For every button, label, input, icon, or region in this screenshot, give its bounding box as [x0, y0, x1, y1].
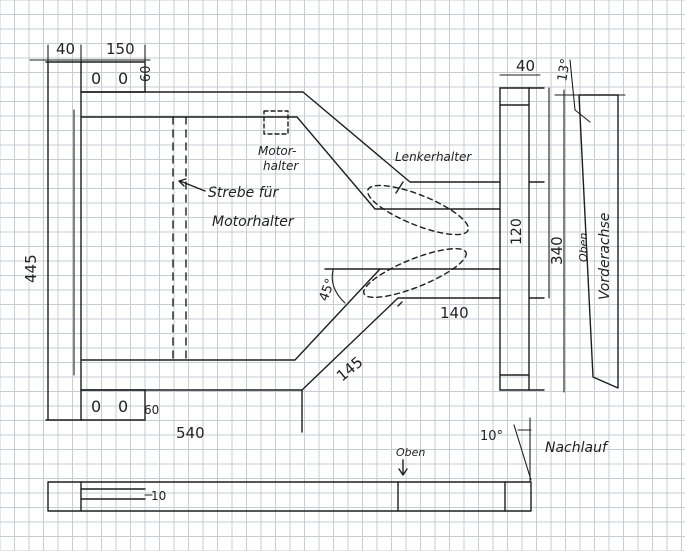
side-view-bar: [47, 481, 532, 512]
dim-right-top-width: 40: [516, 57, 535, 75]
dim-right-top-angle: 13°: [555, 57, 574, 82]
label-strut-line1: Strebe für: [208, 185, 279, 201]
label-motor-holder-line1: Motor-: [258, 144, 296, 158]
steering-holder-dashed: [363, 184, 470, 299]
dim-bottom-length: 540: [176, 424, 205, 442]
motor-holder-box: [263, 110, 289, 135]
annotation-arrows: [178, 178, 408, 476]
dim-right-total: 340: [548, 236, 566, 265]
label-front-axle: Vorderachse: [597, 213, 613, 300]
label-motor-holder-line2: halter: [263, 159, 299, 173]
dim-side-thickness: 10: [151, 489, 166, 503]
label-caster: Nachlauf: [545, 440, 609, 456]
dim-mid-bottom: 140: [440, 304, 469, 322]
hole-bottom-left: 0: [91, 397, 101, 416]
motor-strut-dashed: [172, 116, 187, 361]
label-top-vertical: Oben: [577, 233, 590, 262]
dim-top-left-width: 40: [56, 40, 75, 58]
dim-right-middle: 120: [509, 218, 525, 245]
dim-top-bracket-height: 60: [139, 65, 154, 82]
note-labels: Motor- halter Strebe für Motorhalter Len…: [208, 144, 613, 459]
upper-frame-profile: [80, 91, 501, 210]
hole-top-right: 0: [118, 69, 128, 88]
hole-top-left: 0: [91, 69, 101, 88]
dim-bottom-bracket-height: 60: [144, 403, 159, 417]
label-strut-line2: Motorhalter: [212, 214, 295, 230]
dim-angle-left: 45°: [317, 277, 339, 304]
hole-bottom-right: 0: [118, 397, 128, 416]
dim-left-height: 445: [22, 254, 40, 283]
label-steering-holder: Lenkerhalter: [395, 150, 472, 164]
dimension-lines: [29, 44, 626, 496]
right-column: [499, 87, 545, 391]
dim-caster-angle: 10°: [480, 429, 503, 444]
bracket-hole-glyphs: 0 0 0 0: [91, 69, 128, 416]
dim-top-bracket-width: 150: [106, 40, 135, 58]
label-top-side: Oben: [396, 446, 425, 459]
